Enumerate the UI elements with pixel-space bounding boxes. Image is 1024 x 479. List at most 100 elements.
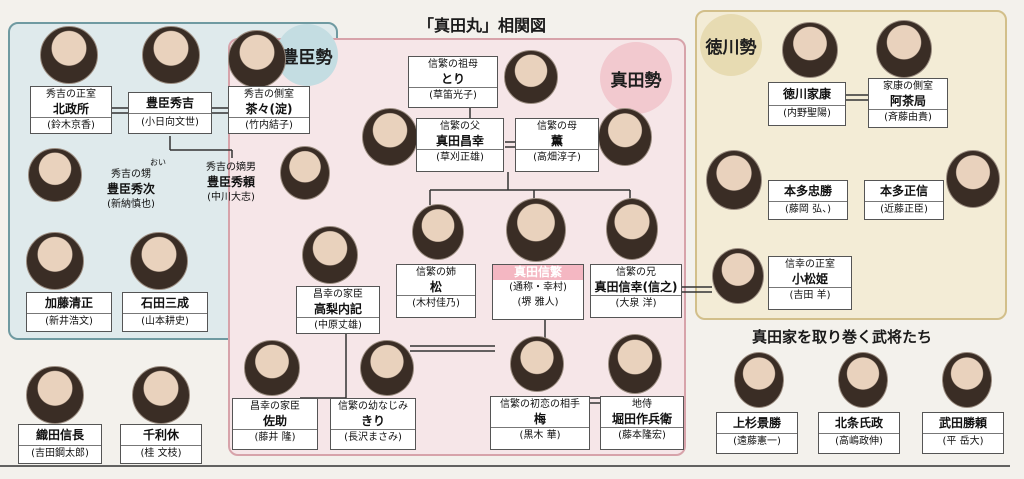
card-rikyu: 千利休 (桂 文枝) — [120, 424, 202, 464]
hideyoshi-portrait — [142, 26, 200, 84]
card-sakubei: 地侍 堀田作兵衛 (藤本隆宏) — [600, 396, 684, 450]
role-label: 信繁の母 — [537, 121, 577, 132]
character-name: 北政所 — [52, 102, 89, 116]
character-name: 本多正信 — [879, 184, 928, 198]
character-name: 徳川家康 — [782, 87, 831, 101]
tadakatsu-portrait — [706, 150, 762, 210]
actor-name: (山本耕史) — [123, 313, 207, 329]
character-name: 織田信長 — [35, 428, 84, 442]
character-name: 豊臣秀次 — [106, 182, 155, 196]
actor-name: (斉藤由貴) — [869, 109, 947, 125]
actor-name: (藤本隆宏) — [601, 427, 683, 443]
character-name: 石田三成 — [140, 296, 189, 310]
ujimasa-portrait — [838, 352, 888, 408]
character-name: 堀田作兵衛 — [611, 412, 672, 426]
card-matsu: 信繁の姉 松 (木村佳乃) — [396, 264, 476, 318]
page-title: 「真田丸」相関図 — [418, 16, 547, 35]
role-label: 信繁の祖母 — [428, 59, 478, 70]
surrounding-warlords-heading: 真田家を取り巻く武将たち — [752, 328, 933, 346]
card-chacha: 秀吉の側室 茶々(淀) (竹内結子) — [228, 86, 310, 134]
card-ume: 信繁の初恋の相手 梅 (黒木 華) — [490, 396, 590, 450]
role-label: 家康の側室 — [883, 81, 933, 92]
kaoru-portrait — [598, 108, 652, 166]
actor-name: (長沢まさみ) — [331, 429, 415, 445]
actor-name: (高嶋政伸) — [819, 433, 899, 449]
toyotomi-stamp: 豊臣勢 — [276, 24, 338, 86]
actor-name: (鈴木京香) — [31, 117, 111, 133]
actor-name: (桂 文枝) — [121, 445, 201, 461]
naiki-portrait — [302, 226, 358, 284]
role-label: 信繁の初恋の相手 — [500, 399, 580, 410]
actor-name: (木村佳乃) — [397, 295, 475, 311]
card-kiyomasa: 加藤清正 (新井浩文) — [26, 292, 112, 332]
masayuki-portrait — [362, 108, 418, 166]
actor-name: (藤井 隆) — [233, 429, 317, 445]
character-name: 松 — [429, 280, 442, 294]
nobunaga-portrait — [26, 366, 84, 424]
actor-name: (吉田鋼太郎) — [19, 445, 101, 461]
character-name: 薫 — [550, 134, 563, 148]
character-name: 佐助 — [262, 414, 287, 428]
card-tadakatsu: 本多忠勝 (藤岡 弘、) — [768, 180, 848, 220]
role-label: 信幸の正室 — [785, 259, 835, 270]
character-name: 阿茶局 — [889, 94, 926, 108]
actor-name: (堺 雅人) — [517, 297, 559, 308]
katsuyori-portrait — [942, 352, 992, 408]
nobuyuki-portrait — [606, 198, 658, 260]
chacha-portrait — [228, 30, 286, 88]
card-hideyori: 秀吉の嫡男 豊臣秀頼 (中川大志) — [186, 160, 276, 208]
sakubei-portrait — [608, 334, 662, 394]
actor-name: (新井浩文) — [27, 313, 111, 329]
role-label: 信繁の姉 — [416, 267, 456, 278]
role-label: 秀吉の甥 — [111, 169, 151, 180]
card-masayuki: 信繁の父 真田昌幸 (草刈正雄) — [416, 118, 504, 172]
sasuke-portrait — [244, 340, 300, 396]
character-name: 上杉景勝 — [732, 416, 781, 430]
character-name: 真田昌幸 — [435, 134, 484, 148]
character-name: 加藤清正 — [44, 296, 93, 310]
character-name: 北条氏政 — [834, 416, 883, 430]
sanada-stamp: 真田勢 — [600, 42, 672, 114]
role-label: 信繁の父 — [440, 121, 480, 132]
actor-name: (小日向文世) — [129, 113, 211, 132]
alias-label: (通称・幸村) — [509, 282, 567, 293]
card-ieyasu: 徳川家康 (内野聖陽) — [768, 82, 846, 126]
card-kiri: 信繁の幼なじみ きり (長沢まさみ) — [330, 398, 416, 450]
card-mitsunari: 石田三成 (山本耕史) — [122, 292, 208, 332]
card-kagekatsu: 上杉景勝 (遠藤憲一) — [716, 412, 798, 454]
role-label: 秀吉の嫡男 — [206, 162, 256, 173]
matsu-portrait — [412, 204, 464, 260]
kitanomandokoro-portrait — [40, 26, 98, 84]
hidetsugu-portrait — [28, 148, 82, 202]
character-name: 本多忠勝 — [783, 184, 832, 198]
card-achanotsubone: 家康の側室 阿茶局 (斉藤由貴) — [868, 78, 948, 128]
character-name: 千利休 — [142, 428, 179, 442]
actor-name: (竹内結子) — [229, 117, 309, 133]
role-label: 地侍 — [632, 399, 652, 410]
actor-name: (草笛光子) — [409, 87, 497, 103]
card-hidetsugu: おい 秀吉の甥 豊臣秀次 (新納慎也) — [88, 158, 174, 208]
hideyori-portrait — [280, 146, 330, 200]
character-name: 武田勝頼 — [938, 416, 987, 430]
character-name: 高梨内記 — [313, 302, 362, 316]
card-nobuyuki: 信繁の兄 真田信幸(信之) (大泉 洋) — [590, 264, 682, 318]
tori-portrait — [504, 50, 558, 104]
actor-name: (草刈正雄) — [417, 149, 503, 165]
character-name: 豊臣秀頼 — [206, 175, 255, 189]
card-katsuyori: 武田勝頼 (平 岳大) — [922, 412, 1004, 454]
card-kaoru: 信繁の母 薫 (高畑淳子) — [515, 118, 599, 172]
character-name: 豊臣秀吉 — [145, 96, 194, 110]
kiri-portrait — [360, 340, 414, 396]
tokugawa-stamp: 徳川勢 — [700, 14, 762, 76]
character-name: 梅 — [533, 412, 546, 426]
actor-name: (内野聖陽) — [769, 105, 845, 121]
kiyomasa-portrait — [26, 232, 84, 290]
rikyu-portrait — [132, 366, 190, 424]
actor-name: (黒木 華) — [491, 427, 589, 443]
role-label: 信繁の幼なじみ — [338, 401, 408, 412]
card-hideyoshi: 豊臣秀吉 (小日向文世) — [128, 92, 212, 134]
actor-name: (高畑淳子) — [516, 149, 598, 165]
actor-name: (遠藤憲一) — [717, 433, 797, 449]
komatsuhime-portrait — [712, 248, 764, 304]
ruby-reading: おい — [150, 158, 166, 167]
